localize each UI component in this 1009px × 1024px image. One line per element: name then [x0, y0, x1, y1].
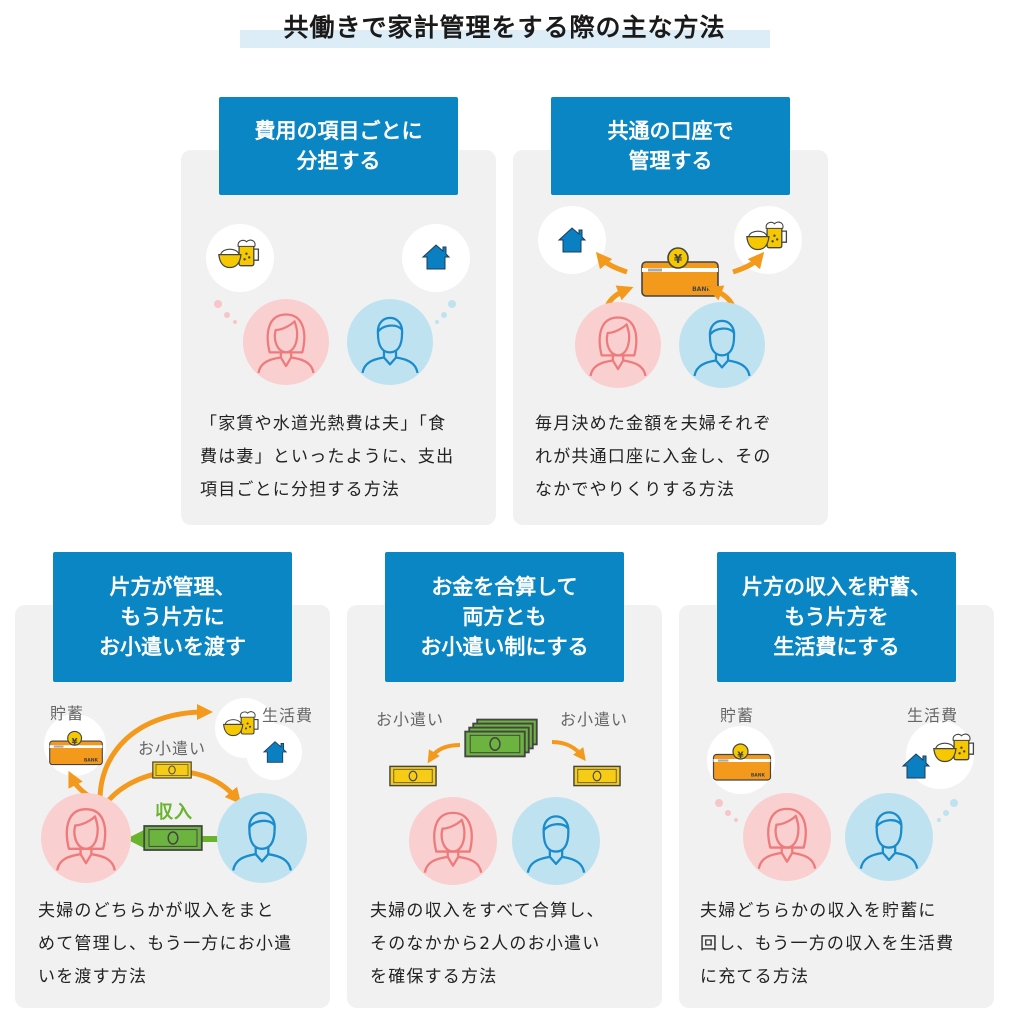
description-line: 毎月決めた金額を夫婦それぞ	[535, 414, 772, 434]
card-description: 夫婦どちらかの収入を貯蓄に回し、もう一方の収入を生活費に充てる方法	[700, 895, 954, 994]
flow-arrows	[427, 740, 586, 764]
header-line: 片方の収入を貯蓄、	[742, 575, 931, 599]
header-line: もう片方を	[784, 605, 889, 629]
description-line: に充てる方法	[700, 967, 810, 987]
house-bubble	[538, 206, 606, 274]
header-line: 分担する	[296, 149, 381, 173]
description-line: を確保する方法	[370, 967, 498, 987]
woman-icon	[243, 299, 329, 385]
card-header: お金を合算して両方ともお小遣い制にする	[385, 552, 624, 682]
description-line: めて管理し、もう一方にお小遣	[38, 934, 293, 954]
description-line: 項目ごとに分担する方法	[200, 480, 401, 500]
card-description: 夫婦の収入をすべて合算し、そのなかから2人のお小遣いを確保する方法	[370, 895, 605, 994]
card-header: 共通の口座で管理する	[551, 97, 790, 195]
savings-bubble: ¥ BANK	[707, 726, 775, 794]
yen-symbol: ¥	[674, 252, 683, 266]
man-icon	[512, 797, 600, 885]
header-line: 共通の口座で	[607, 119, 734, 143]
bank-card-icon: ¥ BANK	[712, 743, 772, 781]
bank-card-icon: ¥ BANK	[49, 730, 103, 766]
header-line: 生活費にする	[773, 635, 900, 659]
pooled-bills-icon	[464, 718, 538, 758]
header-line: お金を合算して	[431, 575, 578, 599]
living-bubble	[902, 721, 975, 789]
thought-dots-woman	[715, 799, 738, 822]
allowance-label: お小遣い	[138, 739, 207, 758]
food-bubble	[206, 224, 274, 292]
card-description: 毎月決めた金額を夫婦それぞれが共通口座に入金し、そのなかでやりくりする方法	[535, 408, 772, 507]
woman-icon	[575, 302, 661, 388]
income-label: 収入	[155, 802, 193, 823]
house-bubble	[402, 224, 470, 292]
man-icon	[679, 302, 765, 388]
card-header: 費用の項目ごとに分担する	[219, 97, 458, 195]
thought-dots-man	[435, 300, 456, 324]
card-header: 片方の収入を貯蓄、もう片方を生活費にする	[717, 552, 956, 682]
header-line: 費用の項目ごとに	[254, 119, 423, 143]
savings-bubble: ¥ BANK	[44, 714, 106, 776]
description-line: 費は妻」といったように、支出	[200, 447, 455, 467]
description-line: 「家賃や水道光熱費は夫」「食	[200, 414, 447, 434]
header-line: 両方とも	[462, 605, 547, 629]
living-expenses-label: 生活費	[907, 706, 959, 725]
bank-card-icon: ¥ BANK	[641, 247, 719, 297]
allowance-bill-icon	[573, 765, 621, 787]
living-expenses-label: 生活費	[262, 706, 314, 725]
income-bill-icon	[143, 824, 203, 852]
card-split-by-expense	[181, 150, 496, 525]
header-line: お小遣い制にする	[420, 635, 589, 659]
description-line: そのなかから2人のお小遣い	[370, 934, 601, 954]
header-line: もう片方に	[120, 605, 225, 629]
description-line: 夫婦の収入をすべて合算し、	[370, 901, 605, 921]
description-line: いを渡す方法	[38, 967, 148, 987]
description-line: 夫婦どちらかの収入を貯蓄に	[700, 901, 937, 921]
description-line: 夫婦のどちらかが収入をまと	[38, 901, 275, 921]
man-icon	[217, 793, 307, 883]
header-line: 片方が管理、	[109, 575, 236, 599]
savings-label: 貯蓄	[50, 704, 85, 723]
allowance-bill-icon	[152, 761, 192, 779]
woman-icon	[41, 793, 131, 883]
description-line: なかでやりくりする方法	[535, 480, 736, 500]
woman-icon	[743, 793, 831, 881]
thought-dots-man	[937, 799, 958, 822]
man-icon	[347, 299, 433, 385]
bank-card-text: BANK	[84, 758, 99, 764]
man-icon	[845, 793, 933, 881]
bank-card-text: BANK	[751, 773, 766, 779]
card-header: 片方が管理、もう片方にお小遣いを渡す	[53, 552, 292, 682]
allowance-label: お小遣い	[560, 710, 629, 729]
header-line: 管理する	[628, 149, 713, 173]
food-bubble	[734, 206, 802, 274]
card-description: 「家賃や水道光熱費は夫」「食費は妻」といったように、支出項目ごとに分担する方法	[200, 408, 454, 507]
description-line: れが共通口座に入金し、その	[535, 447, 772, 467]
yen-symbol: ¥	[72, 738, 78, 748]
savings-label: 貯蓄	[720, 706, 755, 725]
allowance-bill-icon	[389, 765, 437, 787]
description-line: 回し、もう一方の収入を生活費	[700, 934, 955, 954]
woman-icon	[409, 797, 497, 885]
yen-symbol: ¥	[737, 751, 744, 761]
thought-dots-woman	[214, 300, 237, 324]
allowance-label: お小遣い	[376, 710, 445, 729]
living-bubble	[215, 698, 302, 780]
title-highlight	[240, 30, 770, 48]
card-description: 夫婦のどちらかが収入をまとめて管理し、もう一方にお小遣いを渡す方法	[38, 895, 292, 994]
bank-card-text: BANK	[692, 286, 711, 293]
page-title: 共働きで家計管理をする際の主な方法	[283, 13, 726, 42]
header-line: お小遣いを渡す	[99, 635, 246, 659]
